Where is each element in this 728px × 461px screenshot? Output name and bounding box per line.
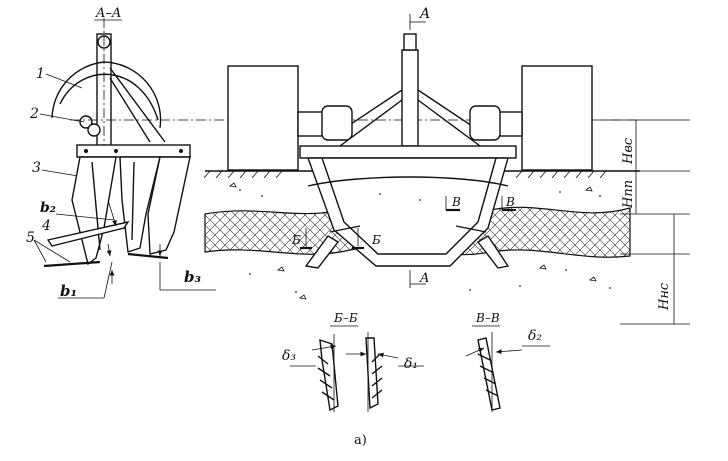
b1-label: b₁ [60,282,77,300]
cut-a-top-label: A [418,6,430,22]
part-2-label: 2 [29,106,39,122]
section-aa-view: A–A 1 2 3 4 5 [26,6,216,300]
delta3-label: δ₃ [282,348,296,364]
h-vs-label: Нвс [621,137,636,165]
b2-label: b₂ [40,200,56,216]
section-vv-label: В–В [475,311,500,325]
part-4-label: 4 [41,218,51,234]
depth-dimensions: Нвс Нпп Ннс [600,119,690,325]
h-ns-label: Ннс [657,282,672,311]
h-pp-label: Нпп [621,180,636,209]
cut-v-right-label: B [505,195,515,209]
cut-v-left-label: B [451,195,461,209]
part-3-label: 3 [32,160,41,176]
section-bb-views: Б–Б δ₃ δ₁ [282,311,424,412]
front-view: A B B Б Б A [203,6,640,300]
part-1-label: 1 [36,66,45,82]
delta2-label: δ₂ [528,328,542,344]
part-5-label: 5 [26,230,35,246]
cut-b-left-label: Б [291,233,301,247]
section-vv-view: В–В δ₂ [465,311,550,412]
cut-a-bottom-label: A [419,271,429,286]
section-aa-label: A–A [95,6,121,21]
section-bb-label: Б–Б [333,311,358,325]
figure-caption: а) [354,433,367,448]
delta1-label: δ₁ [404,356,418,372]
b3-label: b₃ [184,268,201,286]
cut-b-right-label: Б [371,233,381,247]
